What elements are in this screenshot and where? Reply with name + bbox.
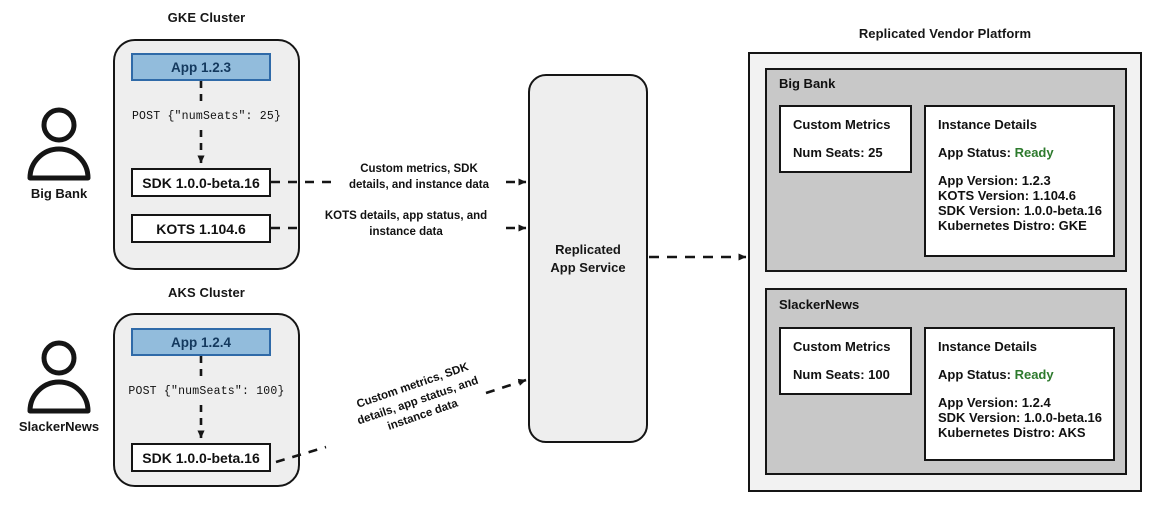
instance-row: App Version: 1.2.4 [938,395,1051,410]
tenant-name-big-bank: Big Bank [779,76,836,91]
custom-metrics-panel-big-bank: Custom Metrics Num Seats: 25 [779,105,912,173]
edge-label-sdk-aks: Custom metrics, SDK details, app status,… [330,352,506,451]
edge-label-sdk-gke: Custom metrics, SDK details, and instanc… [334,162,504,193]
platform-title: Replicated Vendor Platform [858,26,1032,41]
aks-cluster-title: AKS Cluster [168,285,245,300]
gke-cluster-title: GKE Cluster [167,10,246,25]
instance-row: App Version: 1.2.3 [938,173,1051,188]
aks-app-box[interactable]: App 1.2.4 [131,328,271,356]
app-status-label-big-bank: App Status: [938,145,1011,160]
edge-label-kots-gke: KOTS details, app status, and instance d… [308,209,504,240]
instance-details-heading-slackernews: Instance Details [938,339,1037,354]
instance-row: Kubernetes Distro: AKS [938,425,1086,440]
instance-details-panel-slackernews: Instance Details App Status: Ready App V… [924,327,1115,461]
edge-label-sdk-gke-line1: Custom metrics, SDK [360,163,478,175]
app-status-row-slackernews: App Status: Ready [938,367,1101,382]
instance-row: Kubernetes Distro: GKE [938,218,1087,233]
app-status-value-big-bank: Ready [1014,145,1054,160]
edge-label-sdk-gke-line2: details, and instance data [349,178,489,191]
instance-row: SDK Version: 1.0.0-beta.16 [938,203,1103,218]
actor-label-slackernews: SlackerNews [18,419,100,434]
instance-details-panel-big-bank: Instance Details App Status: Ready App V… [924,105,1115,257]
service-line-2: App Service [550,259,626,275]
app-status-row-big-bank: App Status: Ready [938,145,1101,160]
tenant-name-slackernews: SlackerNews [779,297,860,312]
custom-metrics-row-big-bank: Num Seats: 25 [793,145,883,160]
aks-sdk-box[interactable]: SDK 1.0.0-beta.16 [131,443,271,472]
custom-metrics-heading-slackernews: Custom Metrics [793,339,891,354]
edge-label-kots-gke-line1: KOTS details, app status, and [324,210,488,222]
gke-post-payload: POST {"numSeats": 25} [131,110,282,123]
actor-label-big-bank: Big Bank [30,186,88,201]
app-status-label-slackernews: App Status: [938,367,1011,382]
gke-sdk-box[interactable]: SDK 1.0.0-beta.16 [131,168,271,197]
instance-row: SDK Version: 1.0.0-beta.16 [938,410,1103,425]
service-line-1: Replicated [555,241,621,257]
gke-app-box[interactable]: App 1.2.3 [131,53,271,81]
instance-details-heading-big-bank: Instance Details [938,117,1037,132]
custom-metrics-row-slackernews: Num Seats: 100 [793,367,890,382]
edge-label-kots-gke-line2: instance data [369,225,443,238]
replicated-app-service-box[interactable]: Replicated App Service [528,74,648,443]
gke-kots-box[interactable]: KOTS 1.104.6 [131,214,271,243]
aks-post-payload: POST {"numSeats": 100} [128,385,285,398]
custom-metrics-heading-big-bank: Custom Metrics [793,117,891,132]
app-status-value-slackernews: Ready [1014,367,1054,382]
custom-metrics-panel-slackernews: Custom Metrics Num Seats: 100 [779,327,912,395]
instance-row: KOTS Version: 1.104.6 [938,188,1077,203]
